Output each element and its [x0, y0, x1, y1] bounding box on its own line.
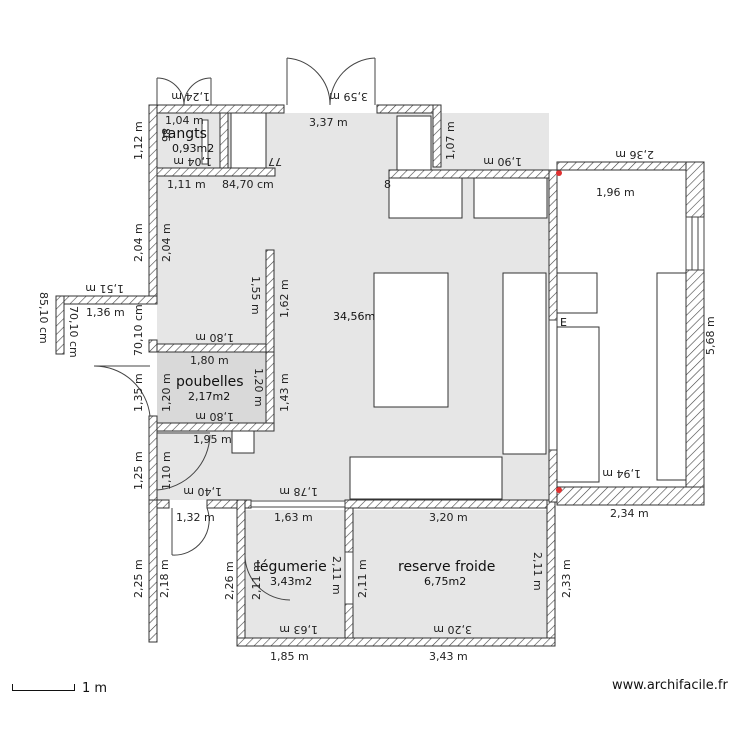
dim-320a: 3,20 m [429, 511, 468, 524]
dim-204a: 2,04 m [132, 223, 145, 262]
furniture [230, 112, 687, 500]
dim-top-door-b: 3,59 m [329, 90, 368, 103]
rangts-area: 0,93m2 [172, 142, 214, 155]
poubelles-area: 2,17m2 [188, 390, 230, 403]
rangts-name: rangts [162, 126, 207, 142]
rangts-floor [157, 113, 222, 168]
dim-163b: 1,63 m [279, 623, 318, 636]
dim-top-door-a: 1,24 m [171, 90, 210, 103]
dim-236: 2,36 m [615, 148, 654, 161]
dim-140: 1,40 m [183, 485, 222, 498]
window-right [685, 216, 705, 271]
window-rangts [201, 119, 209, 165]
dim-136: 1,36 m [86, 306, 125, 319]
dim-568: 5,68 m [704, 316, 717, 355]
legumerie-area: 3,43m2 [270, 575, 312, 588]
dim-180b: 1,80 m [190, 354, 229, 367]
dim-195: 1,95 m [193, 433, 232, 446]
dim-233: 2,33 m [560, 559, 573, 598]
reserve-name: reserve froide [398, 559, 495, 575]
dim-185: 1,85 m [270, 650, 309, 663]
dim-8: 8 [384, 178, 391, 191]
dim-rangts-h2: 86 [159, 128, 172, 142]
dim-120b: 1,20 m [252, 368, 265, 407]
dim-120a: 1,20 m [160, 373, 173, 412]
dim-125: 1,25 m [132, 451, 145, 490]
dim-8510: 85,10 cm [37, 292, 50, 344]
dim-211a: 2,11 m [250, 561, 263, 600]
reserve-area: 6,75m2 [424, 575, 466, 588]
dim-7010a: 70,10 cm [67, 306, 80, 358]
dim-343: 3,43 m [429, 650, 468, 663]
dim-194: 1,94 m [602, 467, 641, 480]
dim-135: 1,35 m [132, 373, 145, 412]
legumerie-floor [245, 510, 345, 638]
dim-211d: 2,11 m [531, 552, 544, 591]
dim-8470: 84,70 cm [222, 178, 274, 191]
dim-180c: 1,80 m [195, 410, 234, 423]
dim-rangts-h: 1,12 m [132, 121, 145, 160]
dim-151: 1,51 m [85, 282, 124, 295]
dim-155: 1,55 m [249, 276, 262, 315]
dim-107: 1,07 m [444, 121, 457, 160]
dim-211c: 2,11 m [356, 559, 369, 598]
main-area: 34,56m [333, 310, 375, 323]
dim-226: 2,26 m [223, 561, 236, 600]
scale-label: 1 m [82, 681, 108, 696]
dim-132: 1,32 m [176, 511, 215, 524]
dim-main-top: 3,37 m [309, 116, 348, 129]
dim-178: 1,78 m [279, 485, 318, 498]
dim-218: 2,18 m [158, 559, 171, 598]
corridor-letter: E [560, 316, 567, 329]
dim-7010b: 70,10 cm [132, 304, 145, 356]
dim-162: 1,62 m [278, 279, 291, 318]
dim-204b: 2,04 m [160, 223, 173, 262]
dim-190: 1,90 m [483, 155, 522, 168]
dim-320b: 3,20 m [433, 623, 472, 636]
dim-143: 1,43 m [278, 373, 291, 412]
legumerie-name: légumerie [256, 559, 327, 575]
poubelles-name: poubelles [176, 374, 244, 390]
scale-bar [12, 684, 75, 691]
dim-180a: 1,80 m [195, 331, 234, 344]
dim-110: 1,10 m [160, 451, 173, 490]
doors [93, 57, 376, 605]
dim-77: 77 [268, 155, 282, 168]
dim-234: 2,34 m [610, 507, 649, 520]
dim-rangts-w: 1,04 m [165, 114, 204, 127]
dimensions: 1,24 m 3,59 m 3,37 m 1,04 m 1,04 m 77 1,… [37, 90, 717, 663]
dim-225: 2,25 m [132, 559, 145, 598]
dim-211b: 2,11 m [330, 556, 343, 595]
reserve-floor [353, 510, 547, 638]
dim-163a: 1,63 m [274, 511, 313, 524]
dim-196: 1,96 m [596, 186, 635, 199]
poubelles-floor [157, 352, 266, 423]
site-watermark: www.archifacile.fr [612, 678, 728, 693]
dim-rangts-in: 1,04 m [173, 155, 212, 168]
window-bottom [250, 500, 346, 508]
opening-right [548, 319, 558, 451]
dim-111: 1,11 m [167, 178, 206, 191]
